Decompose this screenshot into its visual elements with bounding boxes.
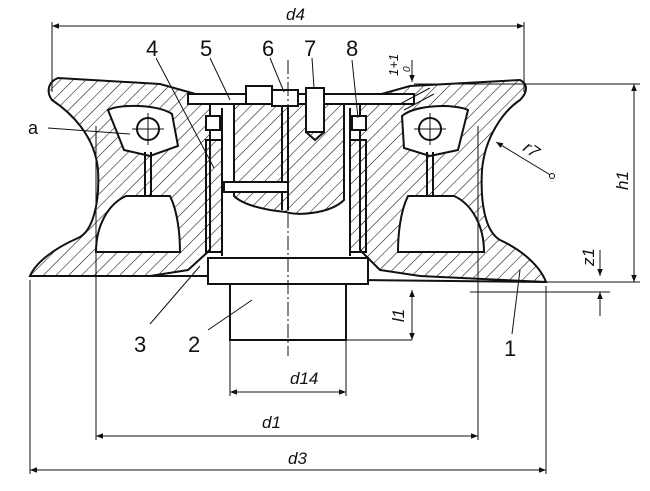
dim-d4: d4 <box>286 5 305 24</box>
dim-d14: d14 <box>290 369 318 388</box>
nut <box>271 89 299 107</box>
dim-tolerance-sub: 0 <box>402 66 413 72</box>
dim-d1: d1 <box>262 413 281 432</box>
part-label-6: 6 <box>262 36 274 61</box>
dim-d3: d3 <box>288 449 307 468</box>
cross-pin <box>223 181 289 193</box>
detail-label-a: a <box>28 118 39 138</box>
foot-plate <box>229 284 347 341</box>
set-screw <box>305 87 325 133</box>
part-label-8: 8 <box>346 36 358 61</box>
part-label-4: 4 <box>146 36 158 61</box>
cover-plate <box>187 93 415 105</box>
cavity-lower-left <box>94 195 182 253</box>
part-label-1: 1 <box>504 336 516 361</box>
part-label-7: 7 <box>304 36 316 61</box>
part-label-3: 3 <box>134 332 146 357</box>
bolt-head-left <box>205 115 221 131</box>
cap-screw <box>245 85 273 105</box>
sleeve-right <box>349 139 367 253</box>
cavity-lower-right <box>396 195 486 253</box>
dim-h1: h1 <box>613 171 632 190</box>
bolt-head-right <box>351 115 367 131</box>
dim-l1: l1 <box>389 309 408 322</box>
part-label-5: 5 <box>200 36 212 61</box>
dim-tolerance: 1+1 <box>386 54 401 76</box>
dim-z1: z1 <box>579 248 598 267</box>
part-label-2: 2 <box>188 332 200 357</box>
